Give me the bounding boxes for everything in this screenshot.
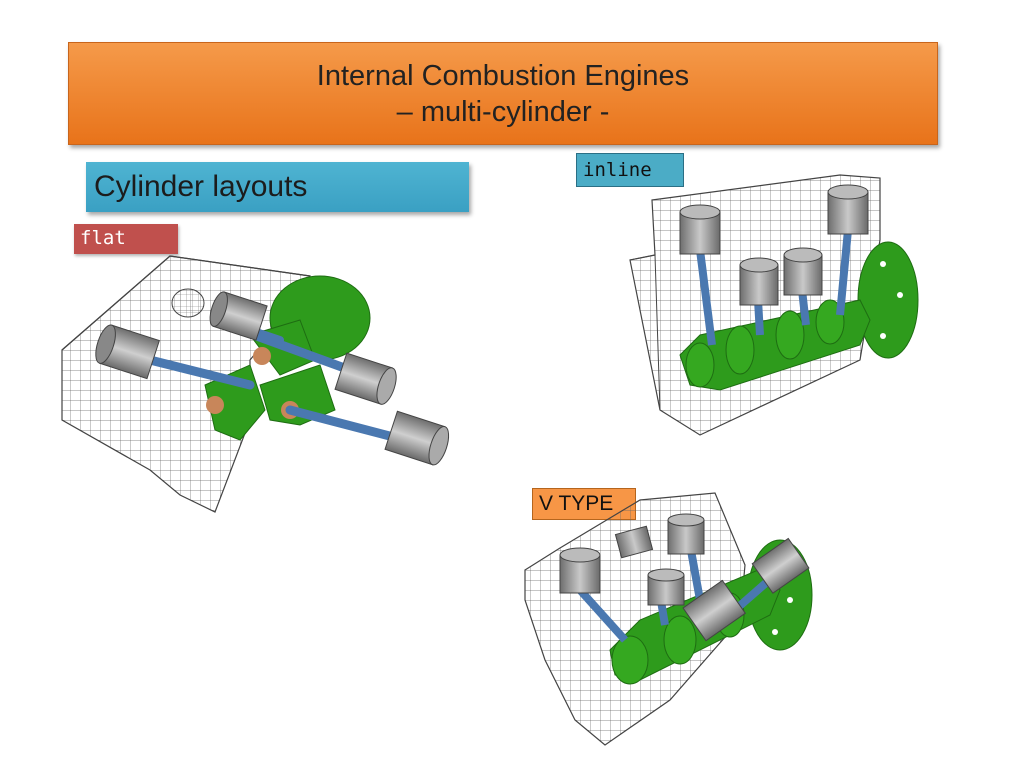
- v-type-engine-diagram: [524, 492, 813, 746]
- cylinder-layouts-heading: Cylinder layouts: [86, 162, 469, 212]
- inline-connecting-rods: [696, 229, 852, 346]
- flat-label: flat: [74, 224, 178, 254]
- inline-label: inline: [576, 153, 684, 187]
- inline-engine-diagram: [629, 174, 919, 436]
- inline-pistons: [679, 184, 869, 306]
- slide-title-banner: Internal Combustion Engines – multi-cyli…: [68, 42, 938, 145]
- v-type-pistons: [559, 513, 810, 642]
- inline-crankshaft: [679, 299, 871, 391]
- slide-title-line-1: Internal Combustion Engines: [316, 59, 690, 92]
- flat-pistons: [95, 288, 450, 466]
- flat-engine-diagram: [61, 255, 450, 513]
- inline-flywheel: [857, 241, 919, 359]
- slide-title-line-2: – multi-cylinder -: [396, 95, 610, 128]
